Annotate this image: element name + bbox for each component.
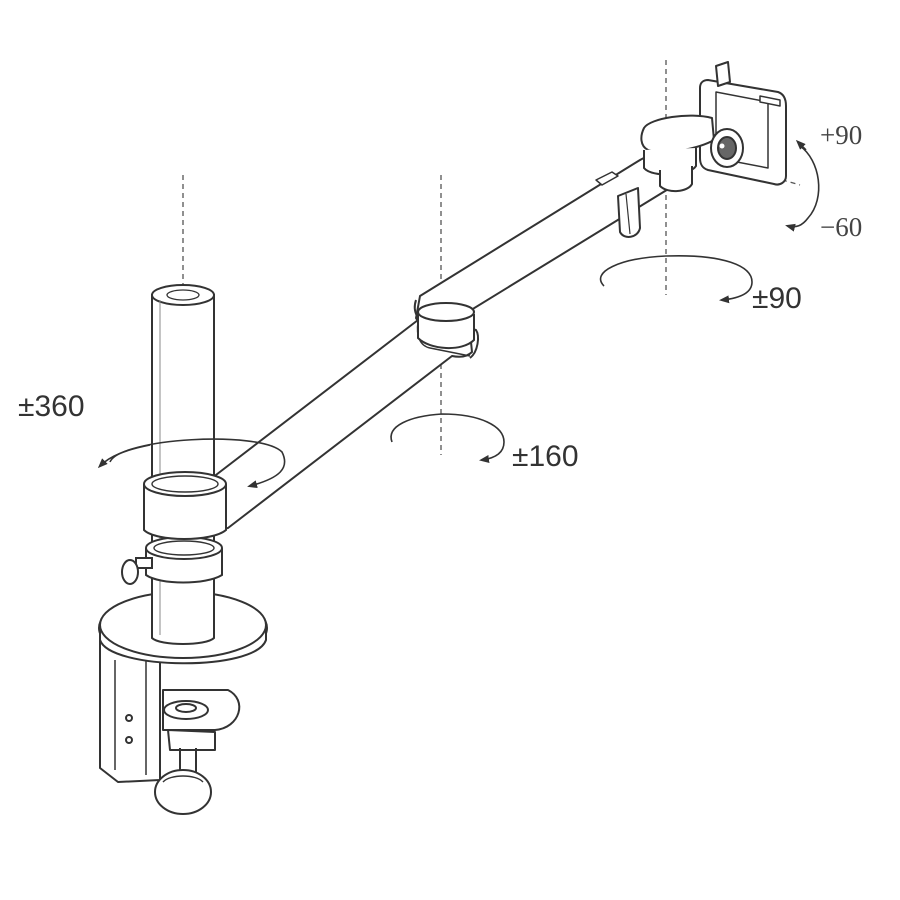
monitor-head bbox=[640, 61, 787, 192]
arm-collar bbox=[143, 471, 227, 540]
tilt-up-label: +90 bbox=[820, 120, 863, 150]
elbow-joint bbox=[417, 302, 475, 350]
tension-knob bbox=[617, 187, 641, 238]
head-swivel-arrow bbox=[599, 254, 753, 304]
column-rotation-label: ±360 bbox=[18, 390, 85, 423]
support-column bbox=[151, 284, 215, 645]
clamp-screw bbox=[167, 729, 216, 751]
elbow-rotation-arrow bbox=[390, 413, 505, 463]
tilt-down-label: −60 bbox=[820, 212, 863, 242]
arm-rotation-label: ±160 bbox=[512, 440, 579, 473]
rotation-arrows bbox=[97, 139, 820, 489]
height-collar bbox=[121, 536, 223, 585]
lock-knob bbox=[135, 557, 153, 569]
clamp-knob bbox=[154, 769, 212, 815]
tilt-arrow bbox=[785, 145, 820, 232]
head-swivel-label: ±90 bbox=[752, 282, 802, 315]
